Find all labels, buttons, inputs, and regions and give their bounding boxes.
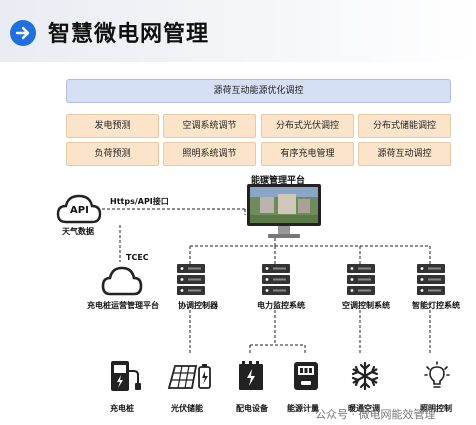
api-cloud-icon — [56, 192, 102, 230]
system-label-power-monitor: 电力监控系统 — [257, 301, 305, 310]
lighting-control-server-icon — [416, 263, 446, 301]
coordinator-server-icon — [176, 263, 206, 301]
charging-cloud-icon — [101, 265, 143, 301]
system-label-charging-platform: 充电桩运营管理平台 — [87, 301, 159, 310]
system-label-lighting-control: 智能灯控系统 — [412, 301, 460, 310]
tile-power-forecast: 发电预测 — [66, 114, 159, 138]
device-label-distribution: 配电设备 — [236, 404, 268, 413]
tile-lighting-adjust: 照明系统调节 — [163, 142, 256, 166]
system-label-coordinator: 协调控制器 — [178, 301, 218, 310]
header-bar — [0, 0, 476, 62]
tile-storage-control: 分布式储能调控 — [358, 114, 451, 138]
tile-ac-adjust: 空调系统调节 — [163, 114, 256, 138]
energy-meter-icon — [292, 360, 320, 396]
optimization-bar: 源荷互动能源优化调控 — [66, 79, 451, 103]
device-label-pv-storage: 光伏储能 — [171, 404, 203, 413]
device-label-charging-pile: 充电桩 — [110, 404, 134, 413]
monitor-icon — [246, 183, 322, 243]
distribution-equipment-icon — [236, 360, 266, 396]
hvac-snowflake-icon — [350, 361, 380, 395]
tile-charging-manage: 有序充电管理 — [261, 142, 354, 166]
watermark: 公众号 · 微电网能效管理 — [315, 408, 436, 421]
arrow-right-icon — [10, 20, 36, 46]
lighting-bulb-icon — [424, 361, 450, 395]
device-label-metering: 能源计量 — [287, 404, 319, 413]
system-label-ac-control: 空调控制系统 — [342, 301, 390, 310]
platform-label: 能碳管理平台 — [251, 176, 306, 186]
power-monitor-server-icon — [261, 263, 291, 301]
ac-control-server-icon — [346, 263, 376, 301]
tile-pv-control: 分布式光伏调控 — [261, 114, 354, 138]
tile-load-forecast: 负荷预测 — [66, 142, 159, 166]
tile-source-load-control: 源荷互动调控 — [358, 142, 451, 166]
api-link-label: Https/API接口 — [110, 197, 169, 206]
api-caption: 天气数据 — [62, 227, 94, 236]
page-title: 智慧微电网管理 — [48, 22, 210, 47]
charging-pile-icon — [108, 359, 144, 397]
api-icon-text: API — [70, 205, 89, 216]
tcec-label: TCEC — [126, 253, 149, 262]
device-label-lighting-control: 照明控制 — [420, 404, 452, 413]
device-label-hvac: 暖通空调 — [348, 404, 380, 413]
pv-storage-icon — [166, 361, 212, 395]
